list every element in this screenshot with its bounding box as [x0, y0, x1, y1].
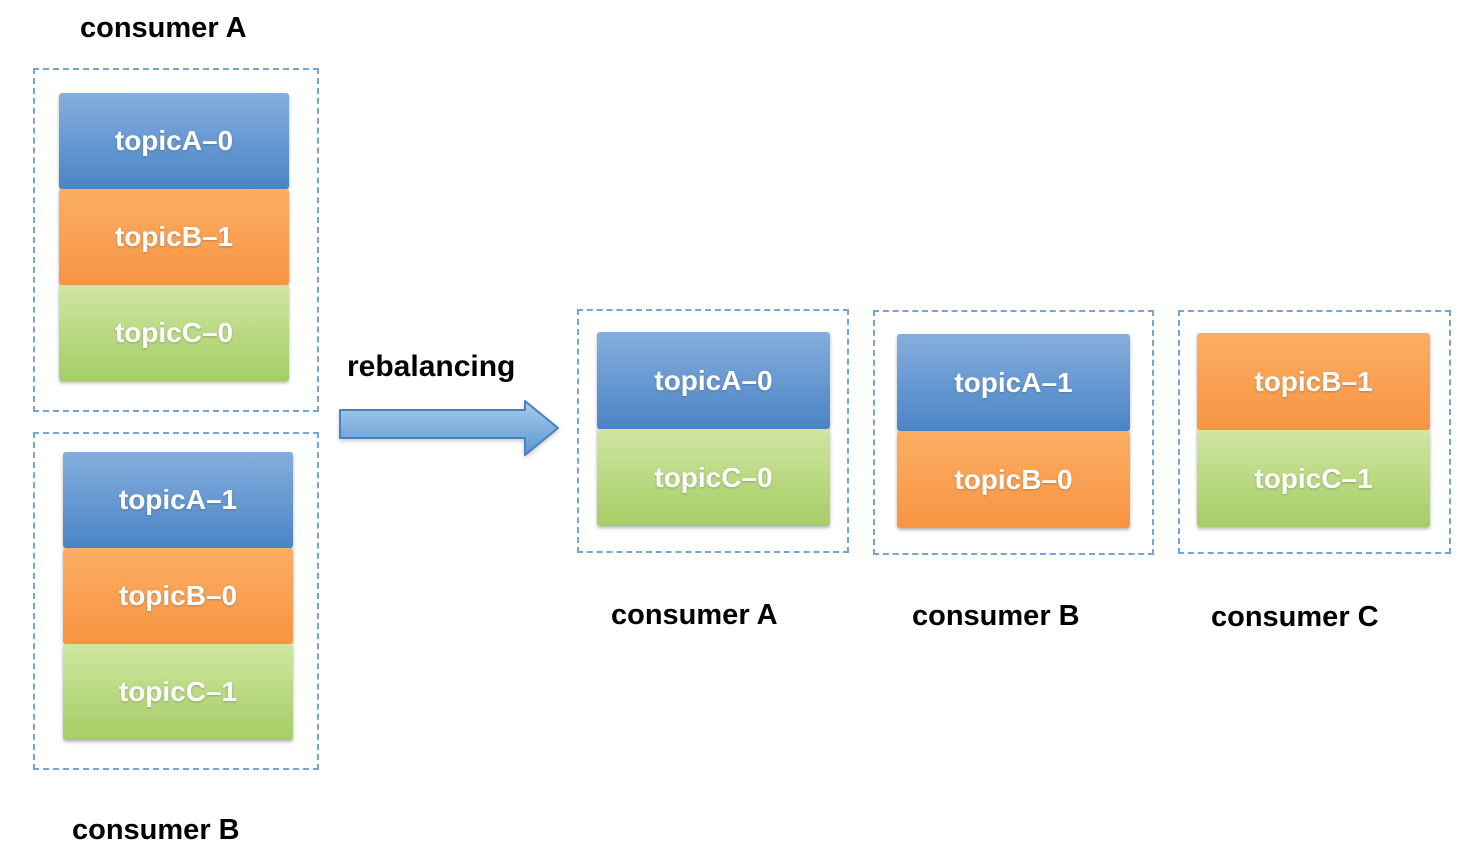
partition-block: topicC–1	[1197, 430, 1430, 527]
after-consumer-b-group-box	[873, 310, 1154, 555]
before-consumer-b-partition-stack: topicA–1 topicB–0 topicC–1	[63, 452, 293, 740]
partition-label: topicB–0	[118, 580, 238, 611]
partition-label: topicC–1	[1254, 462, 1373, 494]
before-consumer-b-group-box	[33, 432, 319, 770]
partition-label: topicA–1	[118, 484, 238, 515]
partition-block: topicC–0	[59, 285, 289, 381]
partition-label: topicC–0	[654, 461, 773, 493]
partition-label: topicB–1	[114, 221, 234, 252]
partition-block: topicA–1	[63, 452, 293, 548]
partition-label: topicC–0	[114, 317, 234, 348]
partition-block: topicA–0	[59, 93, 289, 189]
partition-block: topicB–0	[897, 431, 1130, 528]
partition-block: topicA–0	[597, 332, 830, 429]
partition-block: topicB–1	[1197, 333, 1430, 430]
after-consumer-b-partition-stack: topicA–1 topicB–0	[897, 334, 1130, 528]
partition-label: topicB–0	[954, 463, 1073, 495]
rebalancing-arrow-icon	[339, 400, 559, 456]
after-consumer-a-partition-stack: topicA–0 topicC–0	[597, 332, 830, 526]
partition-label: topicA–1	[954, 366, 1073, 398]
before-consumer-b-label: consumer B	[72, 814, 240, 846]
after-consumer-c-partition-stack: topicB–1 topicC–1	[1197, 333, 1430, 527]
partition-block: topicB–0	[63, 548, 293, 644]
partition-block: topicC–0	[597, 429, 830, 526]
partition-label: topicA–0	[654, 364, 773, 396]
after-consumer-a-label: consumer A	[611, 599, 778, 631]
rebalancing-label: rebalancing	[347, 350, 516, 383]
partition-label: topicC–1	[118, 676, 238, 707]
partition-label: topicA–0	[114, 125, 234, 156]
before-consumer-a-label: consumer A	[80, 12, 247, 44]
partition-block: topicC–1	[63, 644, 293, 740]
after-consumer-c-group-box	[1178, 310, 1451, 554]
after-consumer-b-label: consumer B	[912, 600, 1080, 632]
partition-label: topicB–1	[1254, 365, 1373, 397]
before-consumer-a-group-box	[33, 68, 319, 412]
partition-block: topicB–1	[59, 189, 289, 285]
after-consumer-a-group-box	[577, 309, 849, 553]
after-consumer-c-label: consumer C	[1211, 601, 1379, 633]
before-consumer-a-partition-stack: topicA–0 topicB–1 topicC–0	[59, 93, 289, 381]
partition-block: topicA–1	[897, 334, 1130, 431]
